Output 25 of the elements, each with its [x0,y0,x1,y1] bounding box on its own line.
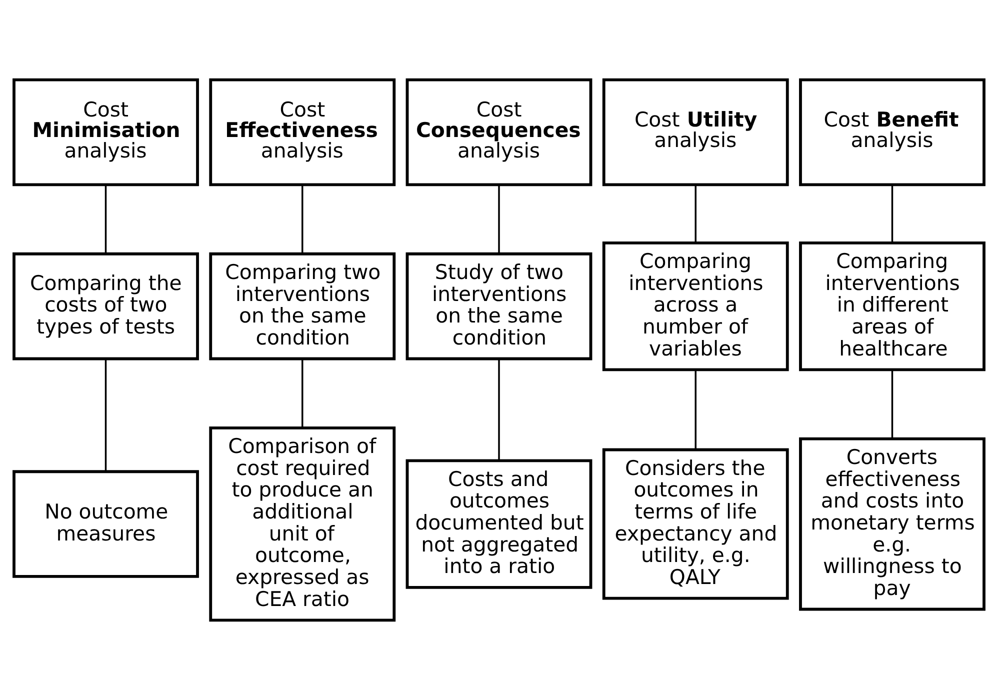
node-box: Cost Consequences analysis [406,78,592,186]
node-box: Comparison of cost required to produce an additional unit of outcome, expressed as CEA ratio [209,426,396,622]
connector [891,184,894,242]
node-box: Comparing two interventions on the same condition [209,252,396,360]
node-box: No outcome measures [12,470,199,578]
node-box: Converts effectiveness and costs into monetary terms e.g. willingness to pay [799,436,986,610]
node-box: Comparing interventions across a number of variables [602,241,789,371]
node-box: Cost Utility analysis [602,78,789,186]
node-box: Cost Effectiveness analysis [209,78,396,186]
connector [104,184,107,254]
node-box: Cost Benefit analysis [799,78,986,186]
node-box: Comparing the costs of two types of tests [12,252,199,360]
node-box: Study of two interventions on the same condition [406,252,592,360]
connector [302,184,304,254]
connector [891,369,894,438]
node-box: Considers the outcomes in terms of life expectancy and utility, e.g. QALY [602,448,789,600]
connector [498,184,500,254]
node-box: Cost Minimisation analysis [12,78,199,186]
connector [694,369,696,450]
connector [104,358,107,472]
node-box: Costs and outcomes documented but not aggregated into a ratio [406,458,592,588]
connector [302,358,304,428]
connector [498,358,500,460]
connector [694,184,696,242]
node-box: Comparing interventions in different areas of healthcare [799,241,986,371]
